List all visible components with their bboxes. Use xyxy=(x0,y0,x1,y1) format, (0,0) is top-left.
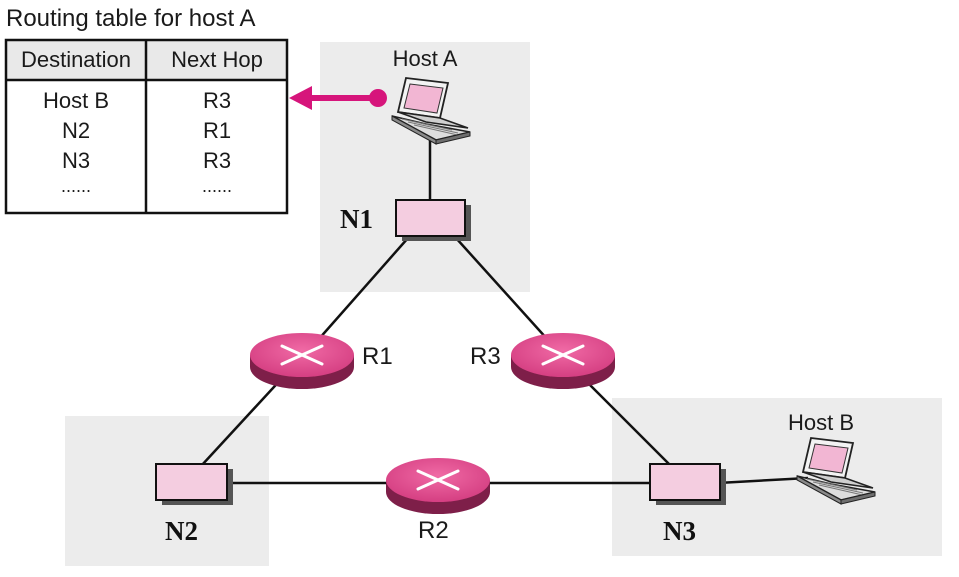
link-n1-r1 xyxy=(317,237,409,341)
switch-body xyxy=(649,463,721,501)
switch-n2 xyxy=(155,463,233,505)
routing-table-title: Routing table for host A xyxy=(6,5,256,32)
arrow-head xyxy=(289,86,312,110)
router-r3 xyxy=(511,333,615,389)
table-cell: ...... xyxy=(61,176,91,196)
router-r2 xyxy=(386,458,490,514)
table-cell: R3 xyxy=(203,148,231,173)
column-header-destination: Destination xyxy=(21,47,131,72)
link-r1-n2 xyxy=(201,374,286,466)
router-cross-icon xyxy=(541,344,585,366)
link-n1-r3 xyxy=(455,237,549,341)
network-n1-label: N1 xyxy=(340,204,373,234)
routing-table: Destination Next Hop Host B R3 N2 R1 N3 … xyxy=(4,38,289,215)
router-r1-label: R1 xyxy=(362,343,393,370)
table-cell: R1 xyxy=(203,118,231,143)
laptop-host-a-icon xyxy=(391,77,471,145)
link-r3-n3 xyxy=(584,379,671,466)
table-cell: N2 xyxy=(62,118,90,143)
links xyxy=(201,138,809,485)
arrow-tail-dot xyxy=(369,89,387,107)
link-n3-hostb xyxy=(717,476,809,485)
column-header-next-hop: Next Hop xyxy=(171,47,263,72)
switch-n3 xyxy=(649,463,726,505)
switch-body xyxy=(155,463,228,501)
table-cell: ...... xyxy=(202,176,232,196)
table-cell: R3 xyxy=(203,88,231,113)
router-cross-icon xyxy=(416,469,460,491)
laptop-host-b-icon xyxy=(796,437,876,505)
network-n3-label: N3 xyxy=(663,516,696,546)
switch-body xyxy=(395,199,466,237)
router-r3-label: R3 xyxy=(470,343,501,370)
router-r2-label: R2 xyxy=(418,517,449,544)
table-cell: Host B xyxy=(43,88,109,113)
network-n2-label: N2 xyxy=(165,516,198,546)
host-b-label: Host B xyxy=(788,410,854,435)
routing-table-arrow xyxy=(289,86,387,110)
host-a-label: Host A xyxy=(393,46,458,71)
router-r1 xyxy=(250,333,354,389)
table-cell: N3 xyxy=(62,148,90,173)
router-cross-icon xyxy=(280,344,324,366)
switch-n1 xyxy=(395,199,471,241)
